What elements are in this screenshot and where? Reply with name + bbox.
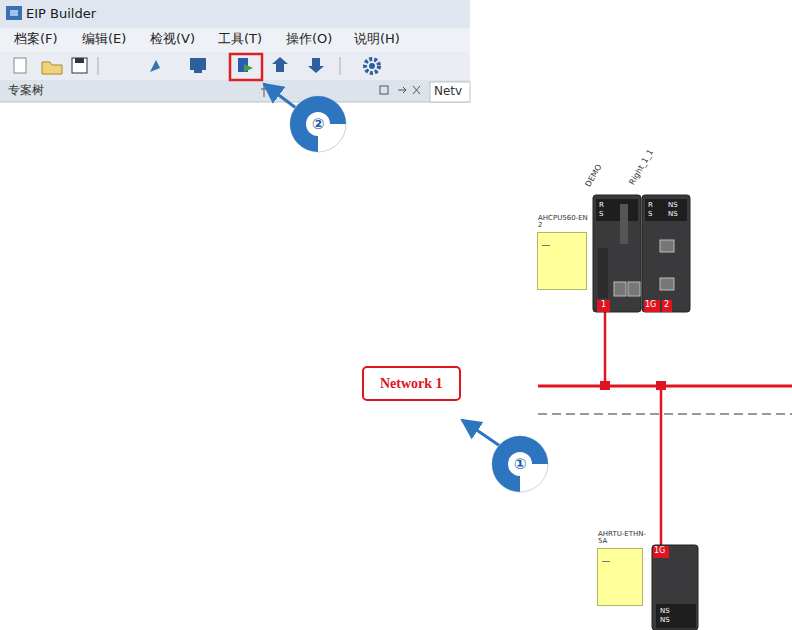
card-mark (542, 245, 550, 246)
window-title: EIP Builder (26, 7, 96, 21)
device-card: AHRTU-ETHN-5A (597, 548, 643, 606)
rtu-module (652, 545, 698, 630)
status-led: NS (660, 617, 670, 625)
toolbar (0, 52, 470, 80)
port-number: 1 (601, 301, 606, 310)
title-bar (0, 0, 470, 28)
status-led: NS (660, 608, 670, 616)
port-number: 2 (664, 301, 669, 310)
module-name: DEMO (584, 163, 604, 189)
network-drop (604, 310, 607, 386)
status-led: R (599, 202, 604, 210)
network-name: Network 1 (380, 376, 443, 391)
menu-item: 档案(F) (14, 32, 58, 46)
app-icon (6, 6, 22, 20)
tab-icons (261, 82, 470, 102)
ethernet-module (642, 195, 690, 312)
status-led: S (599, 211, 603, 219)
menu-item: 说明(H) (354, 32, 400, 46)
menu-bar (0, 28, 470, 52)
cpu-module (593, 195, 641, 312)
status-led: S (648, 211, 652, 219)
port-number: 1G (645, 301, 656, 310)
document-tab: Netv (434, 85, 462, 98)
network-label: Network 1 (362, 366, 461, 401)
device-card: AHCPU560-EN2 (537, 232, 587, 290)
callout-number: ① (514, 456, 527, 473)
toolbar-icons (14, 57, 379, 75)
status-led: NS (668, 211, 678, 219)
callout-number: ② (312, 116, 325, 133)
menu-item: 操作(O) (286, 32, 332, 46)
menu-item: 工具(T) (218, 32, 262, 46)
card-mark (602, 561, 610, 562)
callout-circle (462, 420, 548, 492)
tab-row (0, 80, 470, 102)
network-drop (660, 386, 663, 546)
dashed-line (538, 413, 792, 415)
module-name: Right_1_1 (628, 148, 655, 186)
menu-item: 编辑(E) (82, 32, 126, 46)
port-number: 1G (654, 547, 665, 556)
status-led: R (648, 202, 653, 210)
highlight-box (230, 54, 262, 80)
callout-circle (264, 84, 346, 152)
device-model: AHCPU560-EN2 (538, 215, 592, 230)
device-model: AHRTU-ETHN-5A (598, 531, 648, 546)
panel-tab: 专案树 (8, 84, 44, 97)
status-led: NS (668, 202, 678, 210)
menu-item: 检视(V) (150, 32, 195, 46)
